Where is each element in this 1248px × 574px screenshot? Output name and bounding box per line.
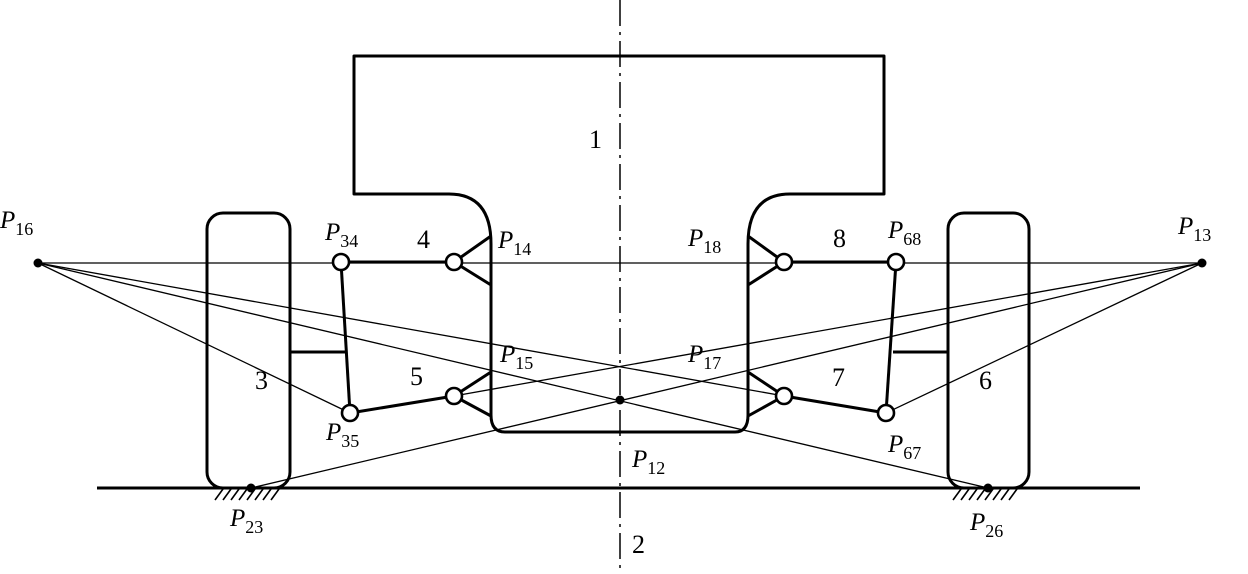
joint-p67 xyxy=(876,403,896,423)
point-p12 xyxy=(615,395,625,405)
construction-lines xyxy=(37,262,1203,489)
line-p13-p67 xyxy=(885,262,1203,414)
ground-hatch-left xyxy=(214,488,280,501)
line-p16-p26 xyxy=(37,262,989,489)
joint-p18 xyxy=(774,252,794,272)
line-p16-p35 xyxy=(37,262,351,414)
point-p16 xyxy=(33,258,43,268)
body-label-1: 1 xyxy=(589,125,602,154)
point-p13 xyxy=(1197,258,1207,268)
line-p16-p17 xyxy=(37,262,785,397)
point-p23 xyxy=(246,483,256,493)
upright-left xyxy=(339,261,352,414)
joint-p34 xyxy=(331,252,351,272)
label-p34: P34 xyxy=(324,219,358,251)
joint-p17 xyxy=(774,386,794,406)
body-label-7: 7 xyxy=(832,363,845,392)
joint-p68 xyxy=(886,252,906,272)
label-p12: P12 xyxy=(631,446,665,478)
joint-p35 xyxy=(340,403,360,423)
label-p17: P17 xyxy=(687,341,721,373)
label-p15: P15 xyxy=(499,341,533,373)
label-p26: P26 xyxy=(969,509,1003,541)
ground-hatch-right xyxy=(952,488,1018,501)
body-label-5: 5 xyxy=(410,362,423,391)
line-p13-p15 xyxy=(453,262,1203,397)
label-p18: P18 xyxy=(687,225,721,257)
label-p35: P35 xyxy=(325,419,359,451)
label-p68: P68 xyxy=(887,217,921,249)
arm-7 xyxy=(783,394,887,415)
label-p13: P13 xyxy=(1177,213,1211,245)
label-p23: P23 xyxy=(229,505,263,537)
label-p14: P14 xyxy=(497,227,531,259)
point-p26 xyxy=(983,483,993,493)
upright-right xyxy=(884,261,898,414)
arm-5 xyxy=(349,394,455,415)
body-label-6: 6 xyxy=(979,366,992,395)
joint-p15 xyxy=(444,386,464,406)
label-p67: P67 xyxy=(887,431,921,463)
chassis-body xyxy=(352,54,886,434)
body-label-3: 3 xyxy=(255,366,268,395)
label-p16: P16 xyxy=(0,207,33,239)
body-label-4: 4 xyxy=(417,225,430,254)
line-p13-p23 xyxy=(250,262,1203,489)
joint-p14 xyxy=(444,252,464,272)
body-label-2: 2 xyxy=(632,530,645,559)
body-label-8: 8 xyxy=(833,224,846,253)
